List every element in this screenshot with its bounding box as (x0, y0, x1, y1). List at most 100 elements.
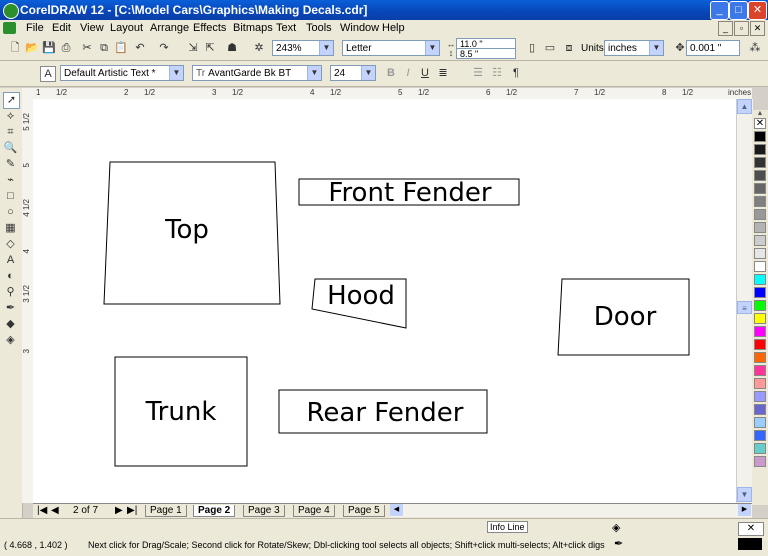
front-fender-decal-label[interactable]: Front Fender (328, 178, 492, 208)
scroll-left-button[interactable]: ◀ (390, 504, 403, 516)
page-tab-3[interactable]: Page 3 (243, 505, 285, 517)
color-swatch[interactable] (754, 443, 766, 454)
color-swatch[interactable] (754, 209, 766, 220)
palette-scroll-up-icon[interactable]: ▲ (756, 110, 764, 117)
interactive-blend-tool-icon[interactable]: ◐ (7, 270, 14, 282)
menu-bitmaps[interactable]: Bitmaps (233, 22, 273, 34)
ellipse-tool-icon[interactable]: ○ (7, 206, 14, 218)
door-decal-label[interactable]: Door (594, 302, 657, 332)
color-swatch[interactable] (754, 456, 766, 467)
eyedropper-tool-icon[interactable]: ⚲ (6, 286, 15, 298)
chevron-down-icon[interactable]: ▼ (169, 66, 183, 80)
previous-page-button[interactable]: ◀ (51, 505, 59, 516)
maximize-button[interactable]: □ (729, 1, 748, 20)
drawing-canvas[interactable]: Top Front Fender Hood Door Trunk Rear Fe… (33, 99, 736, 503)
portrait-icon[interactable]: ▯ (528, 42, 536, 54)
scroll-up-button[interactable]: ▲ (737, 99, 752, 114)
doc-minimize-button[interactable]: _ (718, 21, 733, 36)
underline-icon[interactable]: U (421, 67, 429, 79)
outline-tool-icon[interactable]: ✒ (5, 302, 16, 314)
menu-help[interactable]: Help (382, 22, 405, 34)
color-swatch[interactable] (754, 339, 766, 350)
coreldraw-app-icon[interactable] (3, 3, 19, 19)
color-swatch[interactable] (754, 391, 766, 402)
color-swatch[interactable] (754, 378, 766, 389)
export-icon[interactable]: ⇱ (205, 42, 215, 54)
crop-tool-icon[interactable]: ⌗ (7, 126, 14, 138)
last-page-button[interactable]: ▶| (127, 505, 138, 516)
color-swatch[interactable] (754, 131, 766, 142)
color-swatch[interactable] (754, 326, 766, 337)
color-swatch[interactable] (754, 170, 766, 181)
color-swatch[interactable] (754, 287, 766, 298)
chevron-down-icon[interactable]: ▼ (425, 41, 439, 55)
trunk-decal-outline[interactable] (114, 356, 248, 467)
color-swatch[interactable] (754, 313, 766, 324)
cut-icon[interactable]: ✂ (82, 42, 92, 54)
rear-fender-decal-outline[interactable] (278, 389, 488, 434)
color-swatch[interactable] (754, 157, 766, 168)
bold-icon[interactable]: B (387, 67, 395, 79)
no-color-swatch[interactable]: ✕ (754, 118, 766, 129)
smart-drawing-tool-icon[interactable]: ⌁ (7, 174, 14, 186)
color-swatch[interactable] (754, 404, 766, 415)
color-swatch[interactable] (754, 365, 766, 376)
menu-text[interactable]: Text (276, 22, 297, 34)
scroll-down-button[interactable]: ▼ (737, 487, 752, 502)
zoom-level-field[interactable]: 243% ▼ (272, 40, 334, 56)
door-decal-outline[interactable] (557, 278, 690, 356)
chevron-down-icon[interactable]: ▼ (649, 41, 663, 55)
top-decal-label[interactable]: Top (164, 215, 209, 245)
drop-cap-icon[interactable]: ☷ (492, 67, 502, 79)
font-size-select[interactable]: 24 ▼ (330, 65, 376, 81)
page-tab-1[interactable]: Page 1 (145, 505, 187, 517)
nudge-distance-field[interactable]: 0.001 " (686, 40, 740, 56)
pick-tool-icon[interactable]: ➚ (3, 92, 20, 109)
undo-icon[interactable]: ↶ (135, 42, 145, 54)
page-height-field[interactable]: 8.5 " (456, 48, 516, 59)
all-pages-icon[interactable]: ⧈ (565, 42, 573, 54)
duplicate-distance-icon[interactable]: ⁂ (749, 42, 761, 54)
outline-color-swatch[interactable] (738, 538, 762, 550)
copy-icon[interactable]: ⧉ (100, 42, 108, 54)
menu-view[interactable]: View (80, 22, 104, 34)
scroll-right-button[interactable]: ▶ (738, 504, 751, 516)
hood-decal-outline[interactable] (311, 278, 407, 329)
page-tab-4[interactable]: Page 4 (293, 505, 335, 517)
page-tab-2[interactable]: Page 2 (193, 505, 236, 517)
next-page-button[interactable]: ▶ (115, 505, 123, 516)
color-swatch[interactable] (754, 235, 766, 246)
color-swatch[interactable] (754, 222, 766, 233)
color-swatch[interactable] (754, 144, 766, 155)
info-line-button[interactable]: Info Line (487, 521, 528, 533)
bullet-list-icon[interactable]: ☰ (473, 67, 483, 79)
corel-online-icon[interactable]: ✲ (254, 42, 264, 54)
color-swatch[interactable] (754, 261, 766, 272)
menu-tools[interactable]: Tools (306, 22, 332, 34)
front-fender-decal-outline[interactable] (298, 178, 520, 206)
units-select[interactable]: inches ▼ (604, 40, 664, 56)
menu-window[interactable]: Window (340, 22, 380, 34)
horizontal-alignment-icon[interactable]: ≣ (438, 67, 448, 79)
document-icon[interactable] (3, 22, 16, 34)
chevron-down-icon[interactable]: ▼ (307, 66, 321, 80)
zoom-tool-icon[interactable]: 🔍 (3, 142, 18, 154)
scroll-thumb[interactable]: ≡ (737, 301, 752, 314)
open-icon[interactable]: 📂 (25, 42, 39, 54)
first-page-button[interactable]: |◀ (37, 505, 48, 516)
vertical-scrollbar[interactable]: ▲ ≡ ▼ (736, 99, 753, 503)
freehand-tool-icon[interactable]: ✎ (5, 158, 16, 170)
color-swatch[interactable] (754, 196, 766, 207)
paste-icon[interactable]: 📋 (114, 42, 128, 54)
fill-tool-icon[interactable]: ◆ (6, 318, 15, 330)
chevron-down-icon[interactable]: ▼ (319, 41, 333, 55)
color-swatch[interactable] (754, 430, 766, 441)
chevron-down-icon[interactable]: ▼ (361, 66, 375, 80)
save-icon[interactable]: 💾 (42, 42, 56, 54)
color-swatch[interactable] (754, 352, 766, 363)
page-tab-5[interactable]: Page 5 (343, 505, 385, 517)
graph-paper-tool-icon[interactable]: ▦ (5, 222, 16, 234)
trunk-decal-label[interactable]: Trunk (145, 397, 217, 427)
menu-file[interactable]: File (26, 22, 44, 34)
